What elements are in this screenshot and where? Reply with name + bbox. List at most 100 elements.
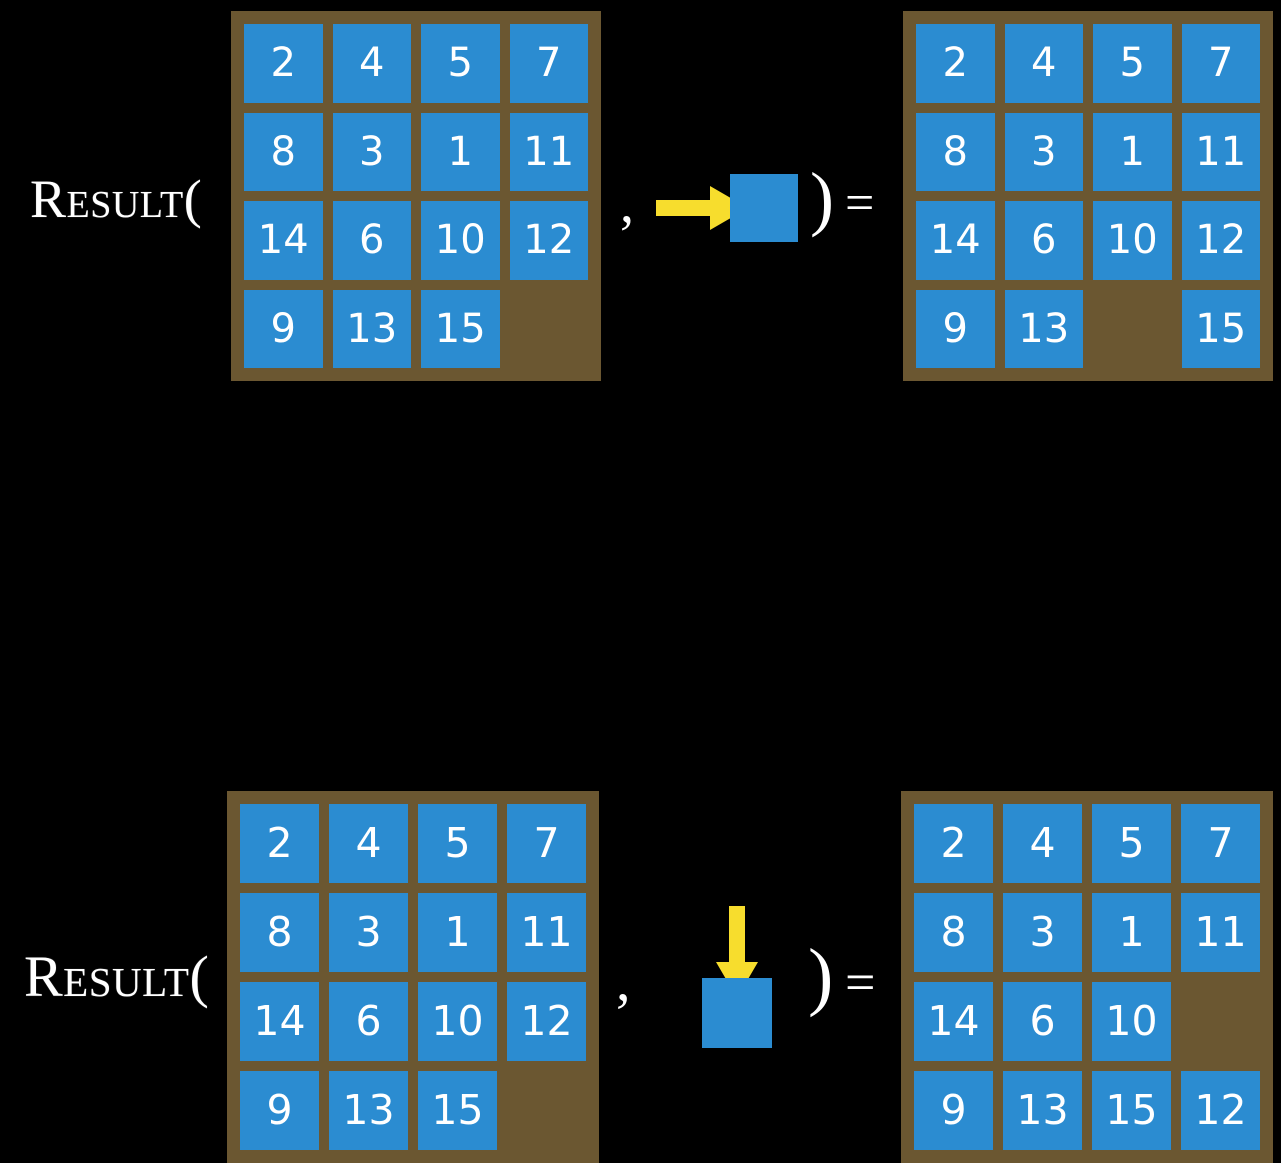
tile-face: 4: [1003, 804, 1082, 883]
tile-face: 11: [1181, 893, 1260, 972]
input-1-tile-6[interactable]: 6: [328, 196, 417, 285]
tile-face: 8: [244, 112, 323, 191]
tile-face: 1: [1092, 893, 1171, 972]
input-1-tile-8[interactable]: 8: [239, 108, 328, 197]
input-1-tile-13[interactable]: 13: [328, 285, 417, 374]
input-2-tile-13[interactable]: 13: [324, 1066, 413, 1155]
output-2-tile-5[interactable]: 5: [1087, 799, 1176, 888]
output-1-tile-8[interactable]: 8: [911, 108, 1000, 197]
input-2-tile-5[interactable]: 5: [413, 799, 502, 888]
tile-face: 9: [244, 289, 323, 368]
input-1-tile-14[interactable]: 14: [239, 196, 328, 285]
output-2-blank-cell: [1176, 977, 1265, 1066]
output-2-tile-2[interactable]: 2: [909, 799, 998, 888]
output-1-tile-2[interactable]: 2: [911, 19, 1000, 108]
input-2-tile-2[interactable]: 2: [235, 799, 324, 888]
input-1-tile-9[interactable]: 9: [239, 285, 328, 374]
output-1-tile-9[interactable]: 9: [911, 285, 1000, 374]
input-2-tile-15[interactable]: 15: [413, 1066, 502, 1155]
move-tile-2: [702, 978, 772, 1048]
tile-face: 15: [421, 289, 500, 368]
input-2-tile-4[interactable]: 4: [324, 799, 413, 888]
input-1-tile-1[interactable]: 1: [416, 108, 505, 197]
tile-face: 10: [418, 982, 497, 1061]
output-2-tile-13[interactable]: 13: [998, 1066, 1087, 1155]
tile-face: 2: [914, 804, 993, 883]
output-1-tile-7[interactable]: 7: [1177, 19, 1266, 108]
output-1-tile-14[interactable]: 14: [911, 196, 1000, 285]
arrow-right-icon: [656, 186, 748, 230]
input-2-tile-10[interactable]: 10: [413, 977, 502, 1066]
output-2-tile-11[interactable]: 11: [1176, 888, 1265, 977]
tile-face: 5: [1093, 24, 1172, 103]
input-1-tile-10[interactable]: 10: [416, 196, 505, 285]
tile-face: 14: [244, 201, 323, 280]
tile-face: 7: [509, 24, 588, 103]
input-1-tile-4[interactable]: 4: [328, 19, 417, 108]
tile-face: 11: [1181, 112, 1260, 191]
input-2-tile-11[interactable]: 11: [502, 888, 591, 977]
input-1-tile-12[interactable]: 12: [505, 196, 594, 285]
tile-face: 14: [914, 982, 993, 1061]
output-1-tile-12[interactable]: 12: [1177, 196, 1266, 285]
input-2-tile-6[interactable]: 6: [324, 977, 413, 1066]
input-2-tile-14[interactable]: 14: [235, 977, 324, 1066]
output-2-tile-12[interactable]: 12: [1176, 1066, 1265, 1155]
output-1-tile-11[interactable]: 11: [1177, 108, 1266, 197]
tile-face: 2: [916, 24, 995, 103]
output-1-tile-1[interactable]: 1: [1088, 108, 1177, 197]
tile-face: 2: [244, 24, 323, 103]
move-indicator-2: [640, 880, 880, 1070]
tile-face: 3: [329, 893, 408, 972]
output-2-tile-3[interactable]: 3: [998, 888, 1087, 977]
tile-face: 5: [1092, 804, 1171, 883]
input-2-tile-8[interactable]: 8: [235, 888, 324, 977]
tile-face: 2: [240, 804, 319, 883]
output-2-tile-6[interactable]: 6: [998, 977, 1087, 1066]
tile-face: 5: [421, 24, 500, 103]
input-2-tile-1[interactable]: 1: [413, 888, 502, 977]
output-2-tile-8[interactable]: 8: [909, 888, 998, 977]
tile-face: 9: [916, 289, 995, 368]
output-2-tile-7[interactable]: 7: [1176, 799, 1265, 888]
input-2-tile-9[interactable]: 9: [235, 1066, 324, 1155]
tile-face: 12: [1181, 1071, 1260, 1150]
tile-face: 6: [1003, 982, 1082, 1061]
tile-face: 1: [418, 893, 497, 972]
output-1-tile-3[interactable]: 3: [1000, 108, 1089, 197]
input-1-tile-2[interactable]: 2: [239, 19, 328, 108]
input-2-tile-3[interactable]: 3: [324, 888, 413, 977]
input-1-tile-7[interactable]: 7: [505, 19, 594, 108]
tile-face: 4: [332, 24, 411, 103]
tile-face: 9: [914, 1071, 993, 1150]
tile-face: 7: [507, 804, 586, 883]
tile-face: 10: [1092, 982, 1171, 1061]
output-2-tile-9[interactable]: 9: [909, 1066, 998, 1155]
output-1-tile-15[interactable]: 15: [1177, 285, 1266, 374]
output-2-tile-10[interactable]: 10: [1087, 977, 1176, 1066]
tile-face: 3: [1003, 893, 1082, 972]
output-1-tile-6[interactable]: 6: [1000, 196, 1089, 285]
input-1-tile-5[interactable]: 5: [416, 19, 505, 108]
input-1-tile-3[interactable]: 3: [328, 108, 417, 197]
input-2-tile-12[interactable]: 12: [502, 977, 591, 1066]
input-1-tile-11[interactable]: 11: [505, 108, 594, 197]
output-2-tile-14[interactable]: 14: [909, 977, 998, 1066]
tile-face: 15: [418, 1071, 497, 1150]
output-1-tile-5[interactable]: 5: [1088, 19, 1177, 108]
input-1-tile-15[interactable]: 15: [416, 285, 505, 374]
output-2-tile-4[interactable]: 4: [998, 799, 1087, 888]
output-1-tile-4[interactable]: 4: [1000, 19, 1089, 108]
result-label-2: Result(: [24, 944, 210, 1009]
output-2-tile-1[interactable]: 1: [1087, 888, 1176, 977]
result-label-1: Result(: [30, 169, 203, 229]
input-2-tile-7[interactable]: 7: [502, 799, 591, 888]
output-1-tile-10[interactable]: 10: [1088, 196, 1177, 285]
output-1-tile-13[interactable]: 13: [1000, 285, 1089, 374]
output-2-tile-15[interactable]: 15: [1087, 1066, 1176, 1155]
